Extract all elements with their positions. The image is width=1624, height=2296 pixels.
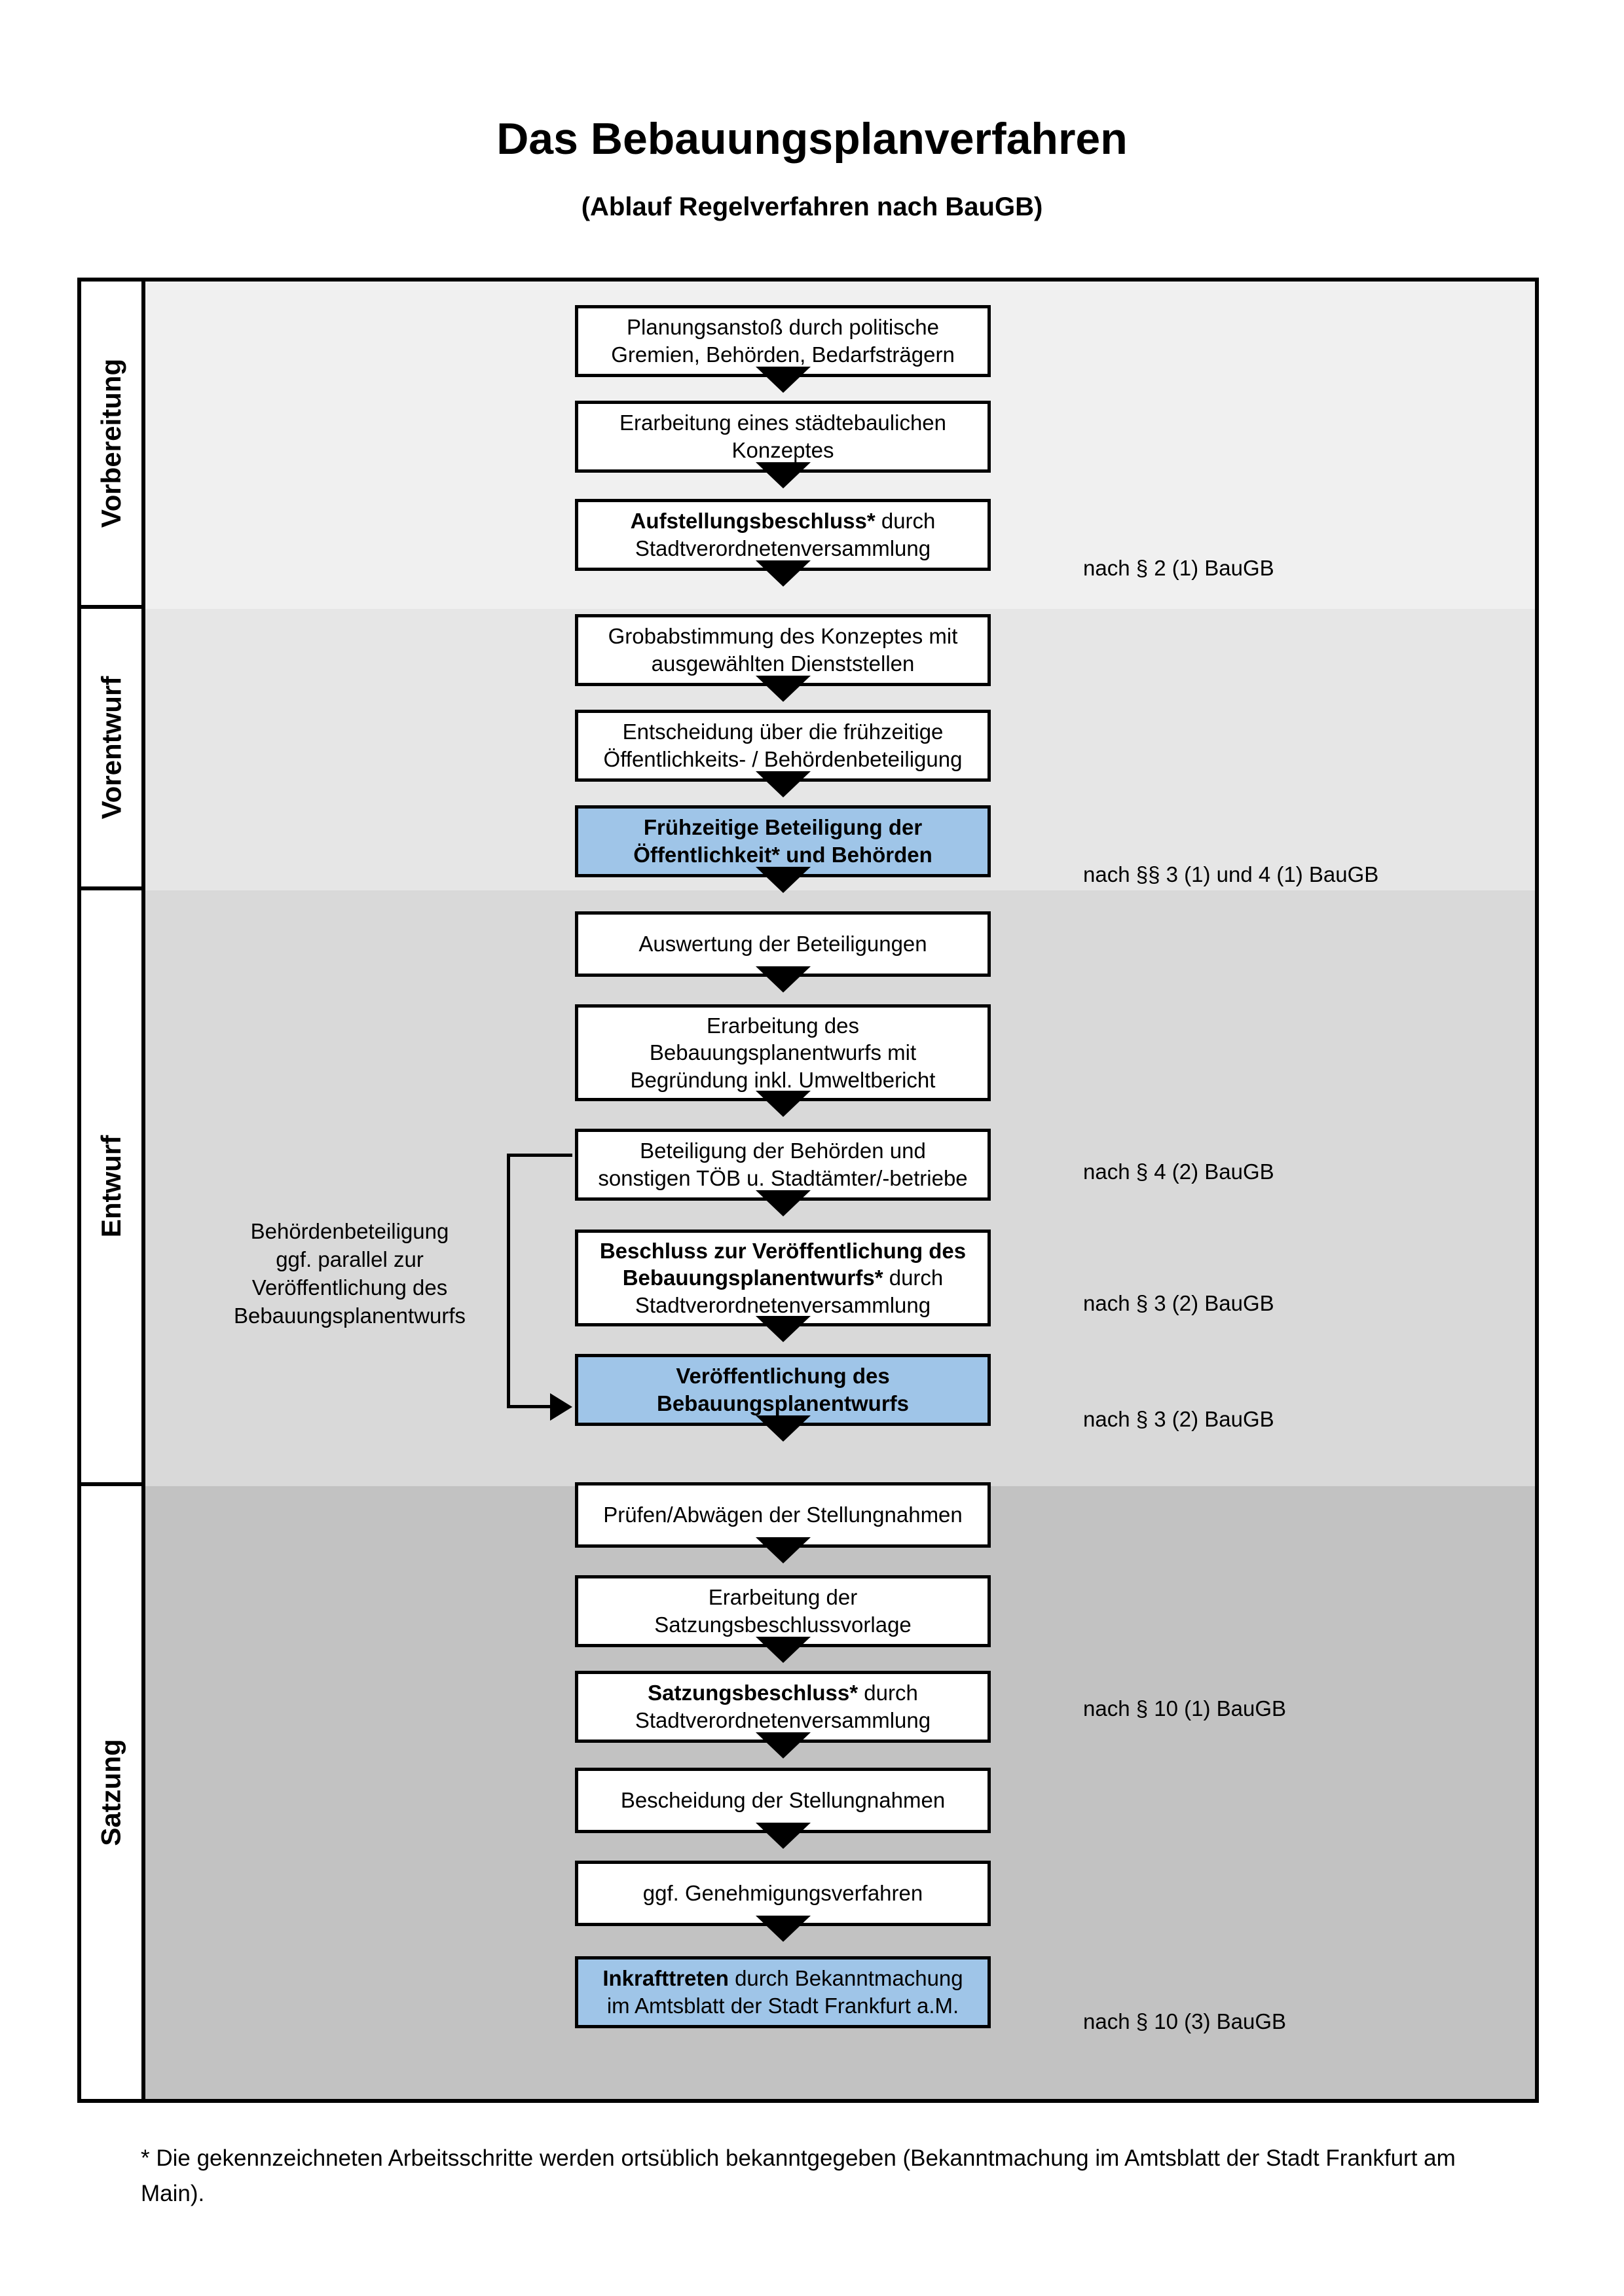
legal-reference-ref-par10-3: nach § 10 (3) BauGB	[1083, 2009, 1287, 2033]
phase-cell-vorentwurf: Vorentwurf	[81, 609, 141, 890]
phase-cell-vorbereitung: Vorbereitung	[81, 282, 141, 609]
page-title: Das Bebauungsplanverfahren	[496, 114, 1128, 164]
flow-arrow-down	[755, 676, 811, 702]
legal-reference-ref-par3-2a: nach § 3 (2) BauGB	[1083, 1291, 1274, 1315]
process-step-auswertung-beteiligungen: Auswertung der Beteiligungen	[575, 911, 991, 977]
footnote: * Die gekennzeichneten Arbeitsschritte w…	[141, 2145, 1456, 2207]
legal-reference-ref-par3-2b: nach § 3 (2) BauGB	[1083, 1407, 1274, 1431]
flow-arrow-down	[755, 560, 811, 587]
flow-arrow-down	[755, 1415, 811, 1442]
phase-cell-entwurf: Entwurf	[81, 890, 141, 1486]
process-step-label: Bescheidung der Stellungnahmen	[620, 1788, 946, 1813]
phase-label-vorentwurf: Vorentwurf	[96, 676, 126, 820]
flow-arrow-down	[755, 771, 811, 797]
phase-cell-satzung: Satzung	[81, 1486, 141, 2099]
process-step-label: Auswertung der Beteiligungen	[638, 932, 927, 957]
flow-arrow-down	[755, 1637, 811, 1663]
phase-label-entwurf: Entwurf	[96, 1135, 126, 1238]
title-block: Das Bebauungsplanverfahren (Ablauf Regel…	[0, 115, 1624, 222]
phase-label-vorbereitung: Vorbereitung	[96, 358, 127, 528]
flow-arrow-down	[755, 1537, 811, 1563]
parallel-process-connector	[507, 1154, 572, 1421]
phase-rail: Vorbereitung Vorentwurf Entwurf Satzung	[81, 282, 145, 2099]
annotation-line: Veröffentlichung des	[251, 1275, 448, 1300]
process-diagram: Vorbereitung Vorentwurf Entwurf Satzung …	[77, 278, 1539, 2103]
flow-arrow-down	[755, 867, 811, 893]
flow-arrow-down	[755, 966, 811, 993]
flow-arrow-down	[755, 462, 811, 488]
annotation-line: ggf. parallel zur	[276, 1247, 424, 1271]
page-subtitle: (Ablauf Regelverfahren nach BauGB)	[581, 192, 1043, 221]
legal-reference-ref-par3-4-1: nach §§ 3 (1) und 4 (1) BauGB	[1083, 862, 1379, 886]
connector-arrowhead-icon	[550, 1393, 572, 1421]
flow-arrow-down	[755, 1190, 811, 1216]
connector-top-segment	[507, 1154, 572, 1157]
process-step-label: Prüfen/Abwägen der Stellungnahmen	[603, 1503, 963, 1527]
legal-reference-ref-par4-2: nach § 4 (2) BauGB	[1083, 1159, 1274, 1184]
connector-bottom-segment	[507, 1405, 553, 1408]
flow-arrow-down	[755, 1732, 811, 1758]
annotation-line: Behördenbeteiligung	[250, 1219, 449, 1243]
process-step-label: ggf. Genehmigungsverfahren	[642, 1881, 923, 1906]
legal-reference-ref-par10-1: nach § 10 (1) BauGB	[1083, 1696, 1287, 1721]
flow-arrow-down	[755, 1316, 811, 1342]
annotation-line: Bebauungsplanentwurfs	[233, 1303, 466, 1328]
flow-arrow-down	[755, 367, 811, 393]
phase-label-satzung: Satzung	[96, 1739, 127, 1846]
flow-arrow-down	[755, 1916, 811, 1942]
flow-arrow-down	[755, 1091, 811, 1117]
process-step-bescheidung-stellungnahmen: Bescheidung der Stellungnahmen	[575, 1768, 991, 1833]
flow-arrow-down	[755, 1823, 811, 1849]
legal-reference-ref-par2-1: nach § 2 (1) BauGB	[1083, 556, 1274, 580]
connector-vertical-segment	[507, 1154, 510, 1408]
